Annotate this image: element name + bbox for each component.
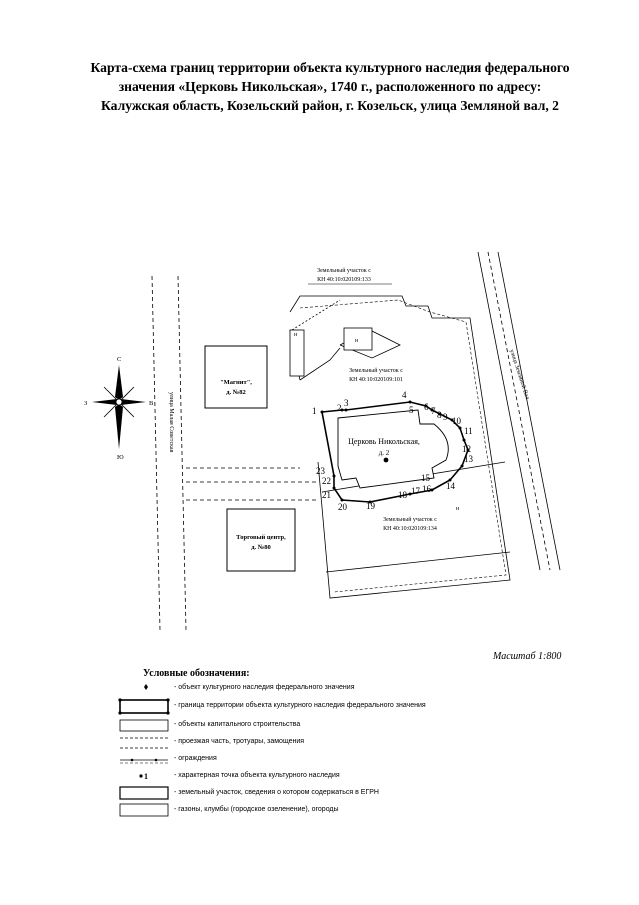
point-label-10: 10 [452, 416, 462, 426]
map-scale: Масштаб 1:800 [493, 651, 562, 662]
legend-item-parcel: - земельный участок, сведения о котором … [174, 789, 379, 796]
point-label-20: 20 [338, 502, 348, 512]
church-label-2: д. 2 [379, 449, 390, 457]
magnit-label-2: д. №82 [226, 389, 246, 396]
outbuilding-left [289, 329, 305, 377]
outbuilding-top-mark: н [355, 338, 359, 344]
legend-item-point: - характерная точка объекта культурного … [174, 772, 340, 779]
church-building [337, 409, 449, 489]
compass-north-arrow [115, 365, 123, 400]
point-labels: 1 2 3 4 5 6 7 8 9 10 11 12 13 14 15 16 1… [312, 390, 474, 512]
heritage-boundary [321, 401, 469, 503]
legend-symbol-boundary [118, 698, 170, 715]
parcel-mid-label-1: Земельный участок с [349, 367, 403, 374]
parcel-bottom-label-1: Земельный участок с [383, 516, 437, 523]
legend-title: Условные обозначения: [143, 668, 250, 679]
magnit-building [204, 345, 268, 409]
point-label-12: 12 [462, 444, 471, 454]
outbuilding-top [343, 327, 373, 351]
point-label-2: 2 [337, 403, 342, 413]
parcel-house-mark: н [456, 506, 460, 512]
point-label-8: 8 [437, 410, 442, 420]
compass-rose: С Ю З В [84, 356, 154, 461]
fence-line [299, 299, 507, 593]
map-title: Карта-схема границ территории объекта ку… [40, 58, 620, 115]
parcel-top-label-2: КН 40:10:020109:133 [317, 277, 371, 283]
mall-label-1: Торговый центр, [236, 534, 286, 541]
mall-label-2: д. №80 [251, 544, 271, 551]
legend-symbol-lawns [119, 803, 169, 817]
point-label-11: 11 [464, 426, 473, 436]
point-label-4: 4 [402, 390, 407, 400]
point-label-22: 22 [322, 476, 331, 486]
legend-item-lawns: - газоны, клумбы (городское озеленение),… [174, 806, 339, 813]
point-label-1: 1 [312, 406, 317, 416]
legend-symbols: 1 [118, 684, 170, 817]
point-label-15: 15 [421, 473, 431, 483]
compass-north-label: С [117, 356, 121, 363]
legend-symbol-point: 1 [139, 772, 148, 781]
legend-item-buildings: - объекты капитального строительства [174, 721, 301, 728]
compass-south-arrow [115, 404, 123, 449]
legend-symbol-heritage [144, 684, 148, 690]
left-street [151, 275, 318, 631]
compass-east-arrow [119, 399, 146, 405]
legend-item-fence: - ограждения [174, 755, 217, 762]
legend-symbol-buildings [119, 719, 169, 732]
title-line-2: значения «Церковь Никольская», 1740 г., … [118, 79, 542, 94]
legend-symbol-fence [120, 758, 168, 764]
point-label-9: 9 [443, 412, 448, 422]
parcel-top-label-1: Земельный участок с [317, 267, 371, 274]
point-label-17: 17 [411, 486, 421, 496]
title-line-3: Калужская область, Козельский район, г. … [101, 98, 559, 113]
street-label-left: улица Малая Советская [168, 392, 174, 453]
right-street [477, 251, 561, 571]
boundary-points [320, 400, 470, 504]
point-label-5: 5 [409, 405, 414, 415]
legend-item-roads: - проезжая часть, тротуары, замощения [174, 738, 305, 745]
heritage-object-marker [383, 457, 389, 463]
point-label-6: 6 [424, 402, 429, 412]
outbuilding-left-mark: н [294, 332, 298, 338]
legend-symbol-roads [120, 737, 168, 749]
legend-item-boundary: - граница территории объекта культурного… [174, 702, 426, 709]
legend-symbol-parcel [119, 786, 169, 800]
point-label-19: 19 [366, 501, 376, 511]
point-label-14: 14 [446, 481, 456, 491]
point-label-13: 13 [464, 454, 474, 464]
point-label-18: 18 [398, 490, 408, 500]
magnit-label-1: "Магнит", [220, 379, 252, 386]
point-label-16: 16 [422, 484, 432, 494]
compass-west-label: З [84, 400, 87, 407]
mall-building [226, 508, 296, 572]
point-label-21: 21 [322, 490, 331, 500]
compass-south-label: Ю [117, 454, 124, 461]
compass-west-arrow [92, 399, 119, 405]
legend-point-number: 1 [144, 772, 148, 781]
point-label-23: 23 [316, 466, 326, 476]
title-line-1: Карта-схема границ территории объекта ку… [90, 60, 570, 75]
church-label-1: Церковь Никольская, [348, 437, 420, 446]
legend-item-heritage: - объект культурного наследия федерально… [174, 684, 355, 691]
point-label-7: 7 [431, 406, 436, 416]
street-label-right: улица Земляной Вал [508, 348, 531, 400]
parcel-mid-label-2: КН 40:10:020109:101 [349, 377, 403, 383]
point-label-3: 3 [344, 398, 349, 408]
compass-east-label: В [149, 400, 154, 407]
parcel-bottom-label-2: КН 40:10:020109:134 [383, 526, 437, 532]
